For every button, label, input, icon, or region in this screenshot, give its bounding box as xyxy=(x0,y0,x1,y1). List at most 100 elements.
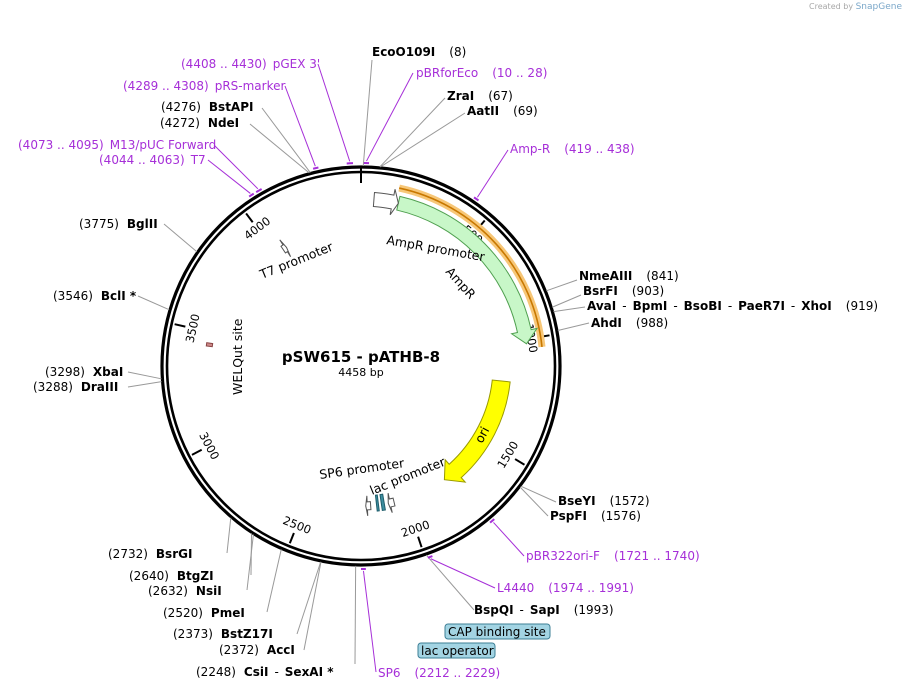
leader-bcli xyxy=(137,295,170,311)
leader-bsrfi xyxy=(551,294,582,308)
welqut-site-label: WELQut site xyxy=(230,318,245,395)
enzyme-nsii: (2632)NsiI xyxy=(148,584,222,598)
ori-label: ori xyxy=(471,424,492,445)
leader-ahdi xyxy=(557,322,590,332)
primer-mark-l4440 xyxy=(427,555,433,559)
enzyme-bseyi: BseYI(1572) xyxy=(558,494,650,508)
position-tick-label-4000: 4000 xyxy=(241,214,273,243)
primer-leader-m13-puc xyxy=(213,144,259,190)
enzyme-acci: (2372)AccI xyxy=(219,643,295,657)
enzyme-btgzi: (2640)BtgZI xyxy=(129,569,214,583)
plasmid-name: pSW615 - pATHB-8 xyxy=(282,348,440,366)
enzyme-bstapi: (4276)BstAPI xyxy=(161,100,253,114)
primer-leader-pgex3 xyxy=(317,63,351,162)
primer-mark-prs-marker xyxy=(312,166,319,170)
watermark-prefix: Created by xyxy=(809,2,854,11)
enzyme-bsrgi: (2732)BsrGI xyxy=(108,547,192,561)
primer-pbr322ori-f: pBR322ori-F(1721 .. 1740) xyxy=(526,549,700,563)
primer-prs-marker: (4289 .. 4308)pRS-marker xyxy=(123,79,285,93)
ampr-highlight-line xyxy=(399,187,543,348)
primer-leader-ampr-primer xyxy=(476,149,509,198)
position-tick-label-2500: 2500 xyxy=(281,513,313,537)
cap-binding-site-box xyxy=(444,623,551,640)
t7-promoter-label: T7 promoter xyxy=(257,238,336,282)
primer-marks xyxy=(207,63,525,673)
leader-bstapi xyxy=(261,107,311,173)
primer-mark-t7-primer xyxy=(248,192,255,198)
leader-xbai xyxy=(127,371,162,380)
position-tick-label-3000: 3000 xyxy=(196,430,222,462)
cap-binding-mark xyxy=(374,494,380,512)
primer-pgex3: (4408 .. 4430)pGEX 3' xyxy=(181,57,320,71)
primer-mark-m13-puc xyxy=(255,188,263,194)
enzyme-aatii: AatII(69) xyxy=(467,104,538,118)
primer-leader-prs-marker xyxy=(284,85,316,167)
primer-leader-pbr322ori-f xyxy=(493,522,525,557)
enzyme-xbai: (3298)XbaI xyxy=(45,365,123,379)
plasmid-size: 4458 bp xyxy=(338,366,383,379)
leader-draiii xyxy=(127,381,162,388)
position-tick-3500 xyxy=(174,323,186,328)
enzyme-bspqi-sapi: BspQI-SapI(1993) xyxy=(474,603,614,617)
primer-leader-pbrforeco xyxy=(366,72,414,162)
lac-operator-mark xyxy=(379,493,386,512)
position-tick-label-3500: 3500 xyxy=(183,312,203,344)
leader-pspfi xyxy=(519,486,549,517)
snapgene-watermark: Created by SnapGene xyxy=(809,2,902,12)
primer-leader-l4440 xyxy=(430,558,496,589)
leader-bstz17i xyxy=(296,561,322,635)
sp6-promoter-arrow xyxy=(365,495,372,516)
leader-btgzi xyxy=(250,533,253,576)
lac-operator-label: lac operator xyxy=(421,644,494,658)
leader-ndei xyxy=(249,123,310,174)
leader-bspqi xyxy=(425,554,475,611)
lac-promoter-arrow xyxy=(387,493,396,513)
enzyme-ahdi: AhdI(988) xyxy=(591,316,668,330)
enzyme-bcli: (3546)BclI * xyxy=(53,289,137,303)
enzyme-pspfi: PspFI(1576) xyxy=(550,509,641,523)
position-tick-1500 xyxy=(514,458,526,466)
enzyme-bstz17i: (2373)BstZ17I xyxy=(173,627,273,641)
enzyme-draiii: (3288)DraIII xyxy=(33,380,118,394)
leader-aatii xyxy=(380,112,466,168)
leader-bsrgi xyxy=(226,517,232,554)
position-tick-label-1500: 1500 xyxy=(494,439,521,471)
primer-leader-t7-primer xyxy=(207,159,251,194)
primer-mark-ampr-primer xyxy=(473,196,480,202)
enzyme-pmei: (2520)PmeI xyxy=(163,606,245,620)
welqut-site-mark xyxy=(205,342,214,348)
leader-bseyi xyxy=(520,485,557,503)
enzyme-ndei: (4272)NdeI xyxy=(160,116,239,130)
position-tick-2500 xyxy=(288,532,295,544)
position-tick-4000 xyxy=(245,212,254,223)
leader-pmei xyxy=(266,549,282,613)
primer-t7: (4044 .. 4063)T7 xyxy=(99,153,206,167)
primer-m13-puc-forward: (4073 .. 4095)M13/pUC Forward xyxy=(18,138,216,152)
t7-promoter-arrow xyxy=(279,239,292,257)
enzyme-multi-919: AvaI-BpmI-BsoBI-PaeR7I-XhoI(919) xyxy=(587,299,878,313)
enzyme-ecoo109i: EcoO109I(8) xyxy=(372,45,466,59)
leader-multi919 xyxy=(553,306,586,313)
enzyme-bglii: (3775)BglII xyxy=(79,217,158,231)
position-tick-3000 xyxy=(191,448,203,456)
position-tick-2000 xyxy=(417,536,423,548)
leader-csii xyxy=(354,565,357,665)
enzyme-nmeaiii: NmeAIII(841) xyxy=(579,269,679,283)
enzyme-csii-sexai: (2248)CsiI-SexAI * xyxy=(196,665,334,679)
ampr-label: AmpR xyxy=(443,264,479,302)
primer-l4440: L4440(1974 .. 1991) xyxy=(497,581,634,595)
primer-mark-pbr322ori-f xyxy=(489,518,495,524)
lac-operator-box xyxy=(417,642,496,659)
primer-leader-sp6-primer xyxy=(362,570,377,673)
ampr-arrow xyxy=(396,195,539,345)
enzyme-bsrfi: BsrFI(903) xyxy=(583,284,664,298)
label-leader-lines xyxy=(127,59,590,665)
enzyme-zrai: ZraI(67) xyxy=(447,89,513,103)
leader-nsii xyxy=(246,534,254,591)
primer-amp-r: Amp-R(419 .. 438) xyxy=(510,142,635,156)
ampr-promoter-arrow xyxy=(372,189,399,216)
leader-zrai xyxy=(379,97,446,168)
primer-sp6: SP6(2212 .. 2229) xyxy=(378,666,500,680)
cap-binding-site-label: CAP binding site xyxy=(448,625,546,639)
